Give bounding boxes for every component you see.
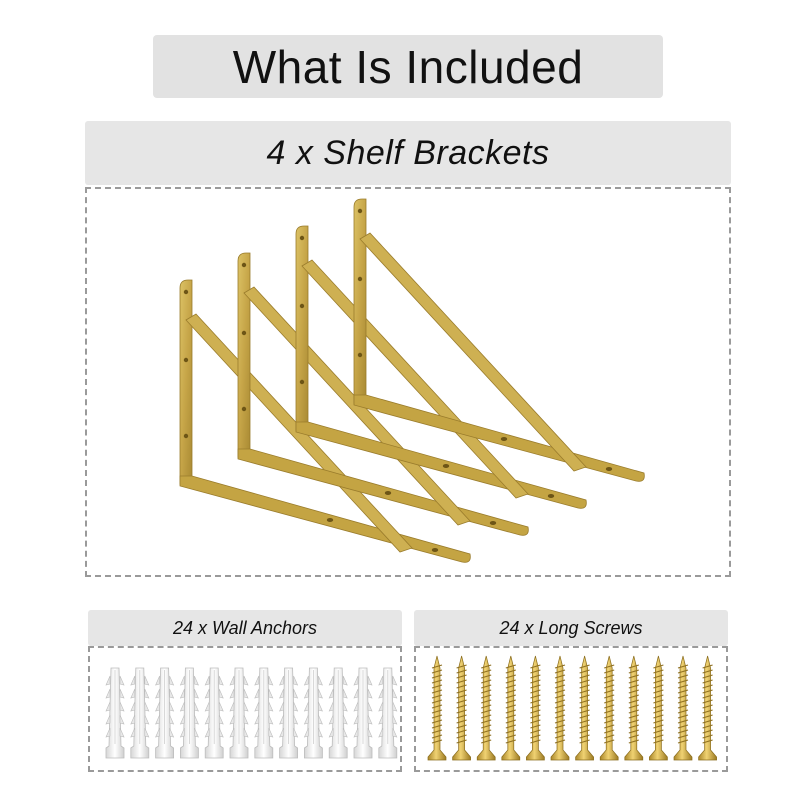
wall-anchor [179, 667, 199, 759]
long-screw [649, 655, 668, 761]
shelf-bracket [295, 225, 587, 509]
long-screw [698, 655, 717, 761]
wall-anchor [254, 667, 274, 759]
wall-anchor [130, 667, 150, 759]
long-screw [673, 655, 693, 761]
screws-header: 24 x Long Screws [414, 610, 728, 646]
wall-anchor [378, 667, 398, 759]
page-title: What Is Included [232, 40, 584, 93]
anchors-label: 24 x Wall Anchors [172, 617, 318, 638]
brackets-panel [85, 187, 731, 577]
wall-anchor [229, 667, 249, 759]
brackets-label: 4 x Shelf Brackets [266, 133, 550, 172]
screws-group [427, 655, 717, 761]
shelf-bracket [237, 252, 529, 536]
wall-anchor [155, 667, 175, 759]
wall-anchor [105, 667, 125, 759]
long-screw [550, 655, 570, 761]
wall-anchor [303, 667, 323, 759]
wall-anchor [204, 667, 224, 759]
long-screw [476, 655, 496, 761]
brackets-group [179, 198, 645, 563]
long-screw [575, 655, 594, 761]
long-screw [427, 655, 447, 761]
long-screw [599, 655, 619, 761]
title-banner: What Is Included [153, 35, 663, 98]
long-screw [501, 655, 521, 761]
long-screw [452, 655, 471, 761]
wall-anchor [353, 667, 373, 759]
wall-anchor [328, 667, 348, 759]
wall-anchor [279, 667, 299, 759]
brackets-header: 4 x Shelf Brackets [85, 121, 731, 185]
long-screw [624, 655, 644, 761]
screws-label: 24 x Long Screws [499, 617, 643, 638]
anchors-group [105, 667, 398, 759]
long-screw [526, 655, 545, 761]
anchors-header: 24 x Wall Anchors [88, 610, 402, 646]
anchors-panel [88, 646, 402, 772]
screws-panel [414, 646, 728, 772]
shelf-bracket [353, 198, 645, 482]
